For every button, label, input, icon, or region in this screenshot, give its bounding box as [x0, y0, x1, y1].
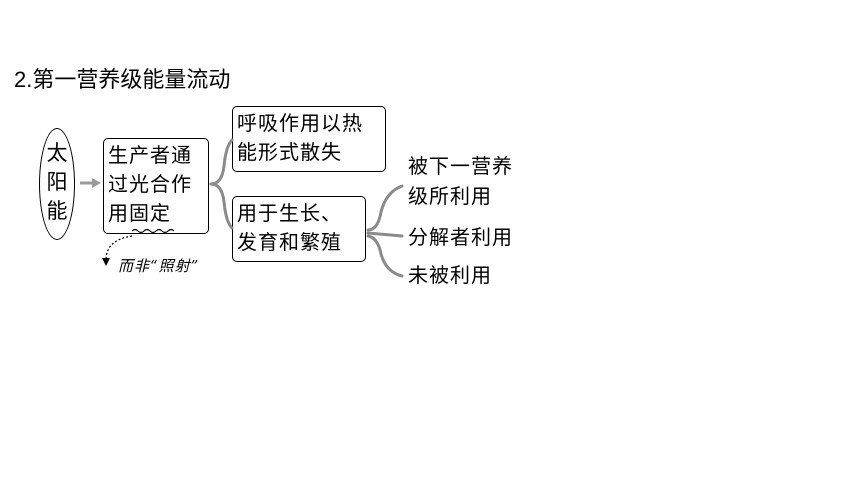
next-level-line-2: 级所利用	[408, 184, 492, 208]
respiration-heat-box: 呼吸作用以热 能形式散失	[232, 106, 386, 172]
arrow-sun-to-producer	[80, 178, 101, 188]
next-level-line-1: 被下一营养	[408, 154, 513, 178]
sun-char-1: 太	[46, 141, 68, 165]
sun-char-2: 阳	[46, 170, 68, 194]
producer-line-1: 生产者通	[108, 143, 192, 167]
outcome-decomposers: 分解者利用	[408, 225, 513, 249]
producer-line-2: 过光合作	[108, 172, 192, 196]
wavy-underline	[131, 228, 175, 234]
sun-char-3: 能	[46, 199, 68, 223]
growth-reproduction-box: 用于生长、 发育和繁殖	[232, 196, 366, 262]
producer-line-3: 用固定	[108, 201, 171, 225]
outcome-unused: 未被利用	[408, 263, 492, 287]
brace-producer-split	[209, 138, 234, 230]
sun-energy-label: 太 阳 能	[39, 139, 75, 226]
handwritten-annotation: 而非“照射”	[118, 257, 200, 275]
sun-energy-ellipse	[39, 128, 75, 240]
outcome-next-trophic-level: 被下一营养 级所利用	[408, 151, 513, 211]
producer-fixation-box: 生产者通 过光合作 用固定	[103, 138, 209, 234]
growth-line-1: 用于生长、	[237, 201, 342, 225]
respiration-line-2: 能形式散失	[237, 140, 342, 164]
growth-line-2: 发育和繁殖	[237, 230, 342, 254]
respiration-line-1: 呼吸作用以热	[237, 111, 363, 135]
page-title: 2.第一营养级能量流动	[14, 67, 231, 92]
annotation-dashed-arrow	[102, 235, 133, 266]
brace-growth-split	[366, 184, 404, 278]
